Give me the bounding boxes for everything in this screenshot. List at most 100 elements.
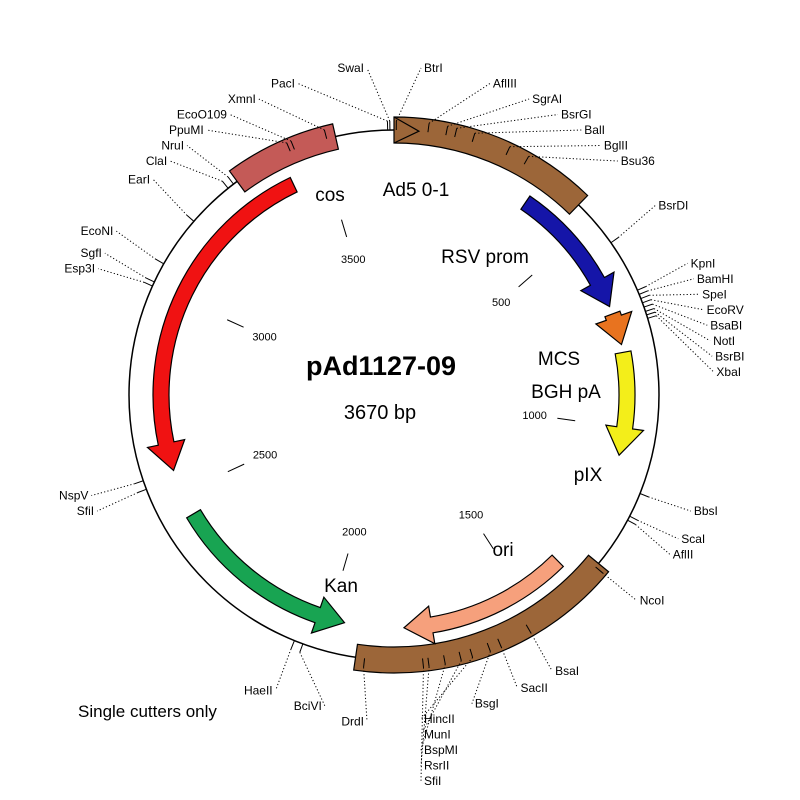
site-tick-ppumi [286, 142, 291, 152]
site-leader-noti [653, 308, 711, 342]
site-label-ecorv: EcoRV [707, 303, 744, 317]
site-label-xbai: XbaI [716, 365, 741, 379]
feature-label-ori: Kan [324, 576, 358, 597]
site-tick-sgfi [145, 277, 155, 283]
site-tick-bsai [525, 624, 532, 633]
feature-kan [146, 176, 298, 472]
site-tick-haeii [290, 640, 295, 650]
site-tick-noti [645, 308, 655, 312]
site-label-xmni: XmnI [228, 92, 256, 106]
scale-tick-3500 [341, 219, 348, 238]
site-tick-muni [458, 651, 462, 661]
site-tick-hincii [469, 648, 474, 658]
site-leader-bsu36 [528, 155, 618, 162]
site-tick-xbai [647, 315, 657, 319]
site-leader-bsrbi [654, 311, 713, 357]
site-label-btri: BtrI [424, 61, 443, 75]
site-leader-xmni [258, 98, 325, 131]
site-tick-bali [471, 133, 476, 142]
site-tick-bsrgi [454, 128, 458, 138]
site-tick-bsrdi [610, 237, 619, 244]
feature-label-bgh-pa: BGH pA [531, 382, 601, 403]
site-leader-ncoi [602, 572, 638, 601]
site-label-nspv: NspV [59, 489, 88, 503]
site-tick-ecorv [642, 299, 652, 304]
site-leader-swai [366, 67, 391, 122]
site-leader-bsrgi [456, 114, 559, 129]
site-label-haeii: HaeII [244, 683, 273, 697]
site-label-sfii: SfiI [77, 504, 94, 518]
scale-tick-label-2500: 2500 [253, 449, 277, 461]
site-label-bsu36: Bsu36 [621, 154, 655, 168]
site-label-kpni: KpnI [691, 256, 716, 270]
site-leader-clai [169, 160, 223, 182]
site-label-aflii: AflII [673, 547, 694, 561]
site-label-bamhi: BamHI [697, 272, 734, 286]
site-label-bsrgi: BsrGI [561, 108, 592, 122]
site-tick-spei [640, 294, 650, 300]
site-label-swai: SwaI [337, 61, 364, 75]
site-label-sacii: SacII [520, 681, 547, 695]
site-label-sfii: SfiI [424, 774, 441, 788]
site-leader-paci [297, 83, 388, 122]
feature-label-ad5: pIX [574, 465, 603, 486]
site-label-drdi: DrdI [341, 714, 364, 728]
site-label-bcivi: BciVI [294, 699, 322, 713]
site-label-ncoi: NcoI [640, 594, 665, 608]
site-leader-bcivi [299, 652, 326, 707]
feature-pix [402, 554, 565, 645]
feature-label-pix: ori [492, 540, 513, 561]
site-leader-sgfi [104, 252, 147, 279]
site-tick-eari [186, 215, 195, 222]
feature-ori [185, 508, 346, 635]
site-tick-clai [222, 180, 229, 189]
site-label-bbsi: BbsI [694, 504, 718, 518]
site-tick-sacii [497, 638, 502, 648]
feature-mcs [594, 310, 633, 346]
site-tick-drdi [363, 658, 366, 668]
site-label-spei: SpeI [702, 287, 727, 301]
scale-tick-label-3000: 3000 [252, 332, 276, 344]
feature-cos [228, 123, 340, 193]
feature-ad5-0-1 [393, 116, 589, 216]
scale-tick-label-2000: 2000 [342, 526, 366, 538]
site-label-bglii: BglII [604, 139, 628, 153]
site-label-nrui: NruI [161, 139, 184, 153]
site-leader-bspmi [420, 664, 446, 751]
site-tick-nrui [227, 176, 234, 185]
site-tick-sfii [137, 488, 147, 493]
site-tick-sfii [422, 658, 424, 668]
scale-tick-label-1500: 1500 [459, 509, 483, 521]
scale-tick-label-3500: 3500 [341, 254, 365, 266]
site-tick-aflii [627, 519, 636, 525]
site-label-scai: ScaI [681, 532, 705, 546]
scale-tick-1000 [557, 417, 576, 422]
site-leader-sacii [500, 646, 518, 689]
site-leader-muni [420, 660, 462, 735]
site-tick-bbsi [639, 493, 649, 498]
site-label-muni: MunI [424, 728, 451, 742]
site-tick-ecoo109 [290, 140, 295, 150]
site-leader-bsabi [652, 303, 708, 326]
site-leader-afliii [428, 83, 491, 124]
site-leader-bglii [509, 145, 601, 148]
site-tick-bspmi [443, 655, 446, 665]
site-label-esp3i: Esp3I [64, 262, 95, 276]
site-leader-aflii [635, 524, 671, 555]
site-label-bsai: BsaI [555, 664, 579, 678]
site-leader-bbsi [648, 496, 692, 512]
feature-label-cos: cos [315, 185, 345, 206]
site-tick-bglii [505, 146, 511, 156]
site-label-sgfi: SgfI [81, 246, 102, 260]
site-label-econi: EcoNI [81, 224, 114, 238]
site-leader-ecoo109 [229, 114, 292, 142]
site-leader-bsgi [471, 651, 491, 704]
feature-labels: cos Ad5 0-1 RSV prom MCS BGH pA pIX ori … [315, 180, 602, 597]
site-tick-esp3i [144, 281, 153, 287]
site-tick-scai [629, 515, 638, 521]
site-label-bsabi: BsaBI [710, 318, 742, 332]
feature-label-rsv-prom: RSV prom [441, 247, 529, 268]
